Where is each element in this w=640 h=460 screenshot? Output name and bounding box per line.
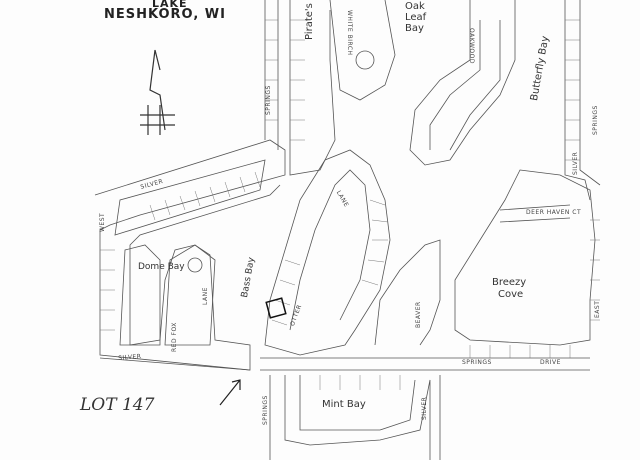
street-west: WEST: [99, 212, 106, 232]
west-block-outline: [94, 139, 286, 371]
center-peninsula-outline: [264, 149, 391, 356]
mint-bay-inner: [299, 375, 416, 431]
street-white-birch: WHITE BIRCH: [346, 10, 353, 56]
label-breezy-1: Breezy: [492, 277, 527, 288]
white-birch-outline: [329, 0, 396, 101]
street-springs-bottom: SPRINGS: [462, 359, 492, 366]
street-beaver: BEAVER: [415, 301, 422, 328]
street-silver-lower-mid: SILVER: [421, 396, 428, 420]
lot-lines: [100, 19, 600, 390]
red-fox-loop: [164, 244, 216, 346]
street-red-fox: RED FOX: [171, 322, 178, 352]
street-drive-bottom: DRIVE: [540, 359, 561, 366]
dome-bay-outline: [119, 244, 161, 346]
label-oak-leaf-1: Oak: [405, 1, 425, 12]
street-lane-left: LANE: [202, 287, 209, 305]
oakwood-inner: [429, 20, 501, 151]
street-springs-top: SPRINGS: [265, 85, 272, 115]
silver-bottom-road: [99, 357, 251, 371]
label-oak-leaf-3: Bay: [405, 23, 424, 34]
label-dome-bay: Dome Bay: [138, 262, 185, 272]
street-oakwood: OAKWOOD: [468, 28, 475, 64]
west-inner-loop: [114, 159, 266, 236]
east-silver-road: [564, 0, 601, 201]
red-fox-culdesac: [187, 257, 203, 273]
center-peninsula-inner: [289, 169, 371, 331]
mint-bay-outline: [269, 375, 441, 460]
springs-top-road: [264, 0, 279, 150]
lot-147-annotation: LOT 147: [80, 395, 155, 415]
oakwood-outline: [409, 0, 516, 166]
title-line2: NESHKORO, WI: [104, 7, 226, 22]
deer-haven-road: [499, 204, 571, 223]
street-east: EAST: [594, 300, 601, 318]
lot-147-highlight: [265, 297, 287, 319]
pointer-arrow-icon: [219, 379, 241, 406]
pirates-cove-outline: [289, 0, 336, 176]
white-birch-culdesac: [355, 50, 375, 70]
north-arrow-icon: [140, 49, 175, 135]
street-springs-lower: SPRINGS: [262, 395, 269, 425]
street-deer-haven: DEER HAVEN CT: [526, 209, 582, 216]
street-silver-top-right: SILVER: [572, 151, 579, 175]
label-pirates-cove: Pirate's Cove: [304, 0, 315, 40]
label-breezy-2: Cove: [498, 289, 524, 300]
label-oak-leaf-2: Leaf: [405, 12, 427, 23]
title-line1: LAKE: [152, 0, 188, 10]
east-block-outline: [454, 169, 596, 346]
label-mint-bay: Mint Bay: [322, 399, 366, 410]
breezy-lower-outline: [374, 239, 441, 346]
street-springs-top-right: SPRINGS: [592, 105, 599, 135]
springs-drive-road: [260, 357, 590, 371]
